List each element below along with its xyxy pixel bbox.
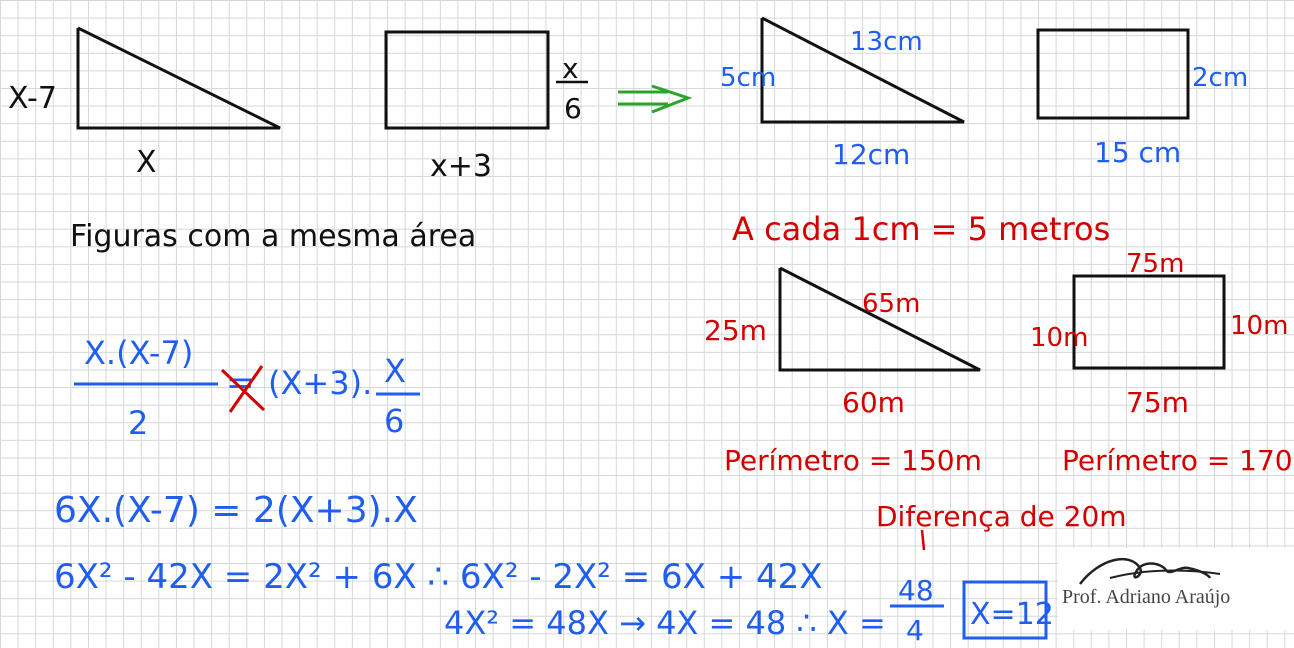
result-box [962, 580, 1048, 640]
signature-box [1058, 548, 1294, 630]
signature-scribble-icon [1079, 557, 1221, 585]
left-rect-base-label: x+3 [430, 149, 492, 184]
right-rectangle-cm [1036, 28, 1190, 120]
scaled-tri-height-label: 25m [704, 314, 767, 347]
eq-result-fraction-denominator: 4 [906, 614, 924, 647]
perimeter-triangle: Perímetro = 150m [724, 444, 982, 477]
eq-lhs-numerator: X.(X-7) [84, 334, 193, 372]
signature-name: Prof. Adriano Araújo [1062, 586, 1231, 608]
eq-line-3: 6X² - 42X = 2X² + 6X ∴ 6X² - 2X² = 6X + … [54, 557, 823, 597]
perimeter-rectangle: Perímetro = 170m [1062, 444, 1294, 477]
eq-lhs-denominator: 2 [128, 404, 148, 442]
left-rect-side-den: 6 [564, 92, 582, 125]
eq-line-4: 4X² = 48X → 4X = 48 ∴ X = [444, 604, 886, 642]
right-rectangle-meters [1072, 274, 1226, 370]
eq-result-value: X=12 [970, 597, 1054, 632]
scaled-rect-top-label: 75m [1126, 249, 1184, 279]
same-area-caption: Figuras com a mesma área [70, 219, 476, 254]
left-triangle-height-label: X-7 [8, 81, 57, 116]
scaled-rect-bottom-label: 75m [1126, 386, 1189, 419]
eq-rhs-factor: (X+3). [268, 364, 372, 402]
perimeter-difference: Diferença de 20m [876, 500, 1127, 533]
right-tri-base-label: 12cm [832, 138, 910, 171]
left-rectangle [384, 30, 550, 130]
scaled-rect-left-label: 10m [1030, 323, 1088, 353]
right-triangle-cm [760, 16, 965, 124]
crossed-out-mark-icon [220, 365, 266, 413]
left-triangle-base-label: X [136, 145, 157, 180]
scale-note: A cada 1cm = 5 metros [732, 210, 1110, 248]
right-rect-side-label: 2cm [1192, 63, 1248, 93]
eq-line-2: 6X.(X-7) = 2(X+3).X [54, 490, 418, 531]
scaled-tri-base-label: 60m [842, 386, 905, 419]
eq-rhs-numerator: X [384, 352, 406, 390]
implies-arrow-icon [618, 84, 693, 114]
eq-rhs-denominator: 6 [384, 402, 404, 440]
eq-result-fraction-numerator: 48 [898, 574, 934, 607]
right-triangle-meters [778, 266, 981, 372]
left-rect-side-num: x [562, 52, 579, 85]
difference-tick-mark [920, 529, 926, 551]
right-tri-height-label: 5cm [720, 63, 776, 93]
scaled-tri-hyp-label: 65m [862, 289, 920, 319]
right-tri-hyp-label: 13cm [850, 27, 923, 57]
left-triangle [76, 26, 281, 130]
scaled-rect-right-label: 10m [1230, 311, 1288, 341]
right-rect-base-label: 15 cm [1094, 136, 1181, 169]
